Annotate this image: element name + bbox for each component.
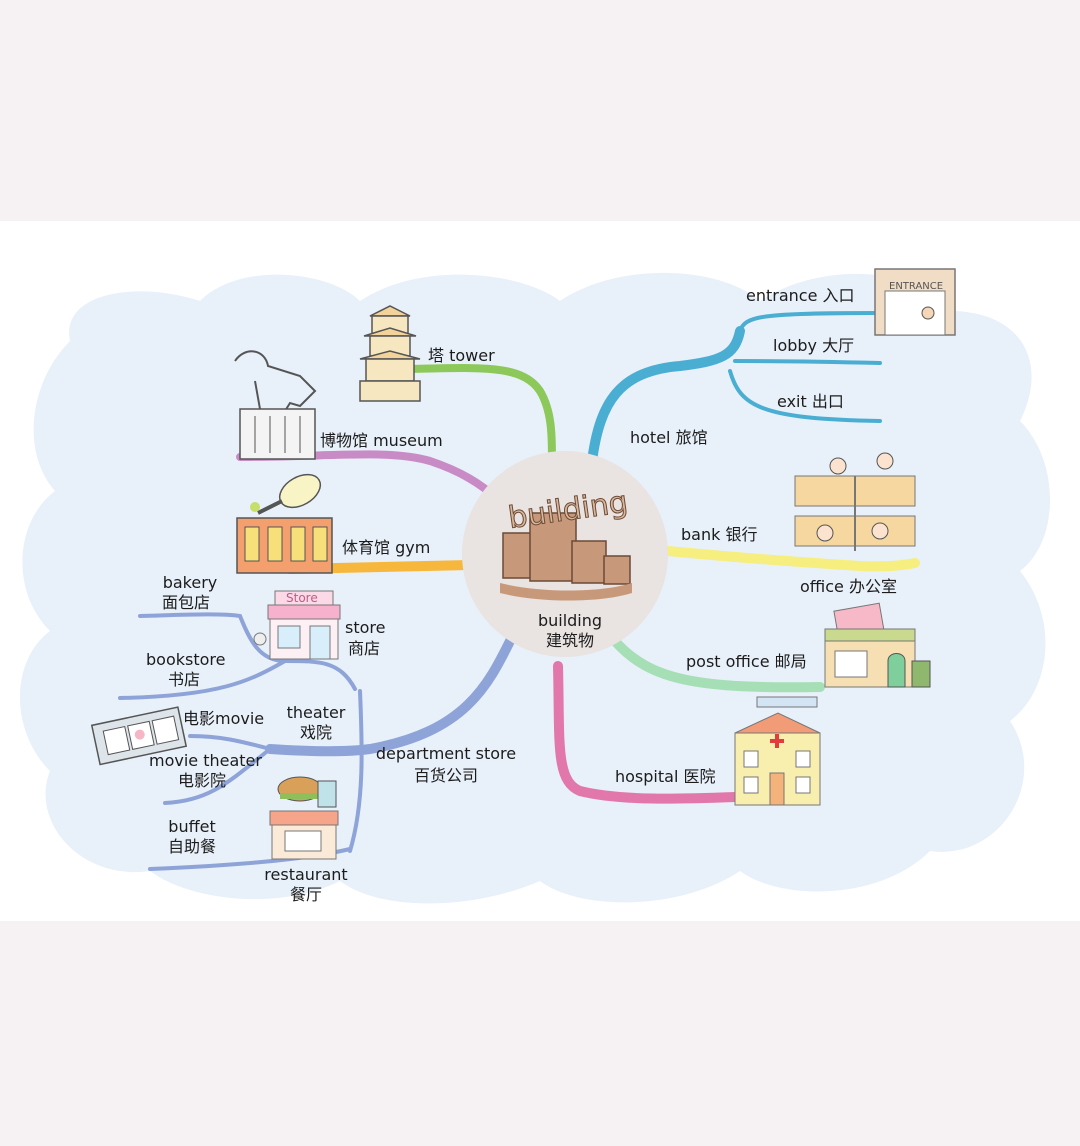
theater-label-en: theater xyxy=(286,703,346,722)
tower-icon xyxy=(359,305,421,402)
entrance-icon xyxy=(874,268,956,336)
mind-map-canvas: building ENTRANCE xyxy=(0,221,1080,921)
bookstore-label-zh: 书店 xyxy=(168,670,201,689)
store-icon xyxy=(253,590,341,660)
hospital-icon xyxy=(734,696,821,806)
tower-branch xyxy=(386,364,556,465)
hospital-label: hospital 医院 xyxy=(615,767,716,786)
hotel-lobby-twig xyxy=(733,359,882,365)
bakery-label-zh: 面包店 xyxy=(161,593,210,612)
lobby-label: lobby 大厅 xyxy=(773,336,855,355)
hotel-branch xyxy=(587,326,745,466)
center-building-icon xyxy=(500,512,632,601)
bookstore-twig xyxy=(118,659,287,700)
store-twig xyxy=(138,612,357,691)
center-label-en: building xyxy=(537,611,603,630)
department-store-label-zh: 百货公司 xyxy=(413,766,478,785)
hotel-label: hotel 旅馆 xyxy=(630,428,708,447)
post-branch xyxy=(610,636,825,693)
bookstore-label-en: bookstore xyxy=(146,650,226,669)
gym-icon xyxy=(236,473,333,574)
entrance-label: entrance 入口 xyxy=(746,286,855,305)
bank-office-icon xyxy=(794,452,916,551)
gym-label: 体育馆 gym xyxy=(342,538,431,557)
bottom-margin-band xyxy=(0,921,1080,1146)
restaurant-label-zh: 餐厅 xyxy=(289,885,322,904)
restaurant-label-en: restaurant xyxy=(264,865,348,884)
film-reel-icon xyxy=(90,706,188,766)
dept-vertical-twig xyxy=(348,689,364,853)
post-office-label: post office 邮局 xyxy=(686,652,807,671)
bank-branch xyxy=(663,546,920,572)
movie-theater-label-zh: 电影院 xyxy=(178,771,227,790)
restaurant-icon xyxy=(269,776,339,860)
entrance-sign: ENTRANCE xyxy=(889,281,943,292)
movie-twig xyxy=(188,734,272,751)
office-label: office 办公室 xyxy=(800,577,897,596)
bank-label: bank 银行 xyxy=(681,525,758,544)
hotel-exit-twig xyxy=(728,369,882,423)
buffet-label-zh: 自助餐 xyxy=(167,837,216,856)
top-margin-band xyxy=(0,0,1080,221)
theater-label-zh: 戏院 xyxy=(299,723,332,742)
movie-theater-label-en: movie theater xyxy=(149,751,262,770)
museum-icon xyxy=(234,350,317,460)
post-office-icon xyxy=(824,602,931,688)
exit-label: exit 出口 xyxy=(777,392,844,411)
bakery-label-en: bakery xyxy=(162,573,218,592)
department-store-label-en: department store xyxy=(375,744,517,763)
hotel-entrance-twig xyxy=(738,311,882,333)
store-sign: Store xyxy=(286,591,318,605)
store-label-zh: 商店 xyxy=(348,639,381,658)
movie-label: 电影movie xyxy=(183,709,265,728)
dept-branch xyxy=(265,626,520,757)
mind-map-drawing: building ENTRANCE xyxy=(20,268,1050,904)
center-label-zh: 建筑物 xyxy=(545,631,594,650)
tower-label: 塔 tower xyxy=(428,346,495,365)
movie-theater-twig xyxy=(163,747,272,805)
buffet-label-en: buffet xyxy=(168,817,216,836)
store-label-en: store xyxy=(345,618,386,637)
museum-label: 博物馆 museum xyxy=(320,431,443,450)
hospital-branch xyxy=(553,661,740,804)
